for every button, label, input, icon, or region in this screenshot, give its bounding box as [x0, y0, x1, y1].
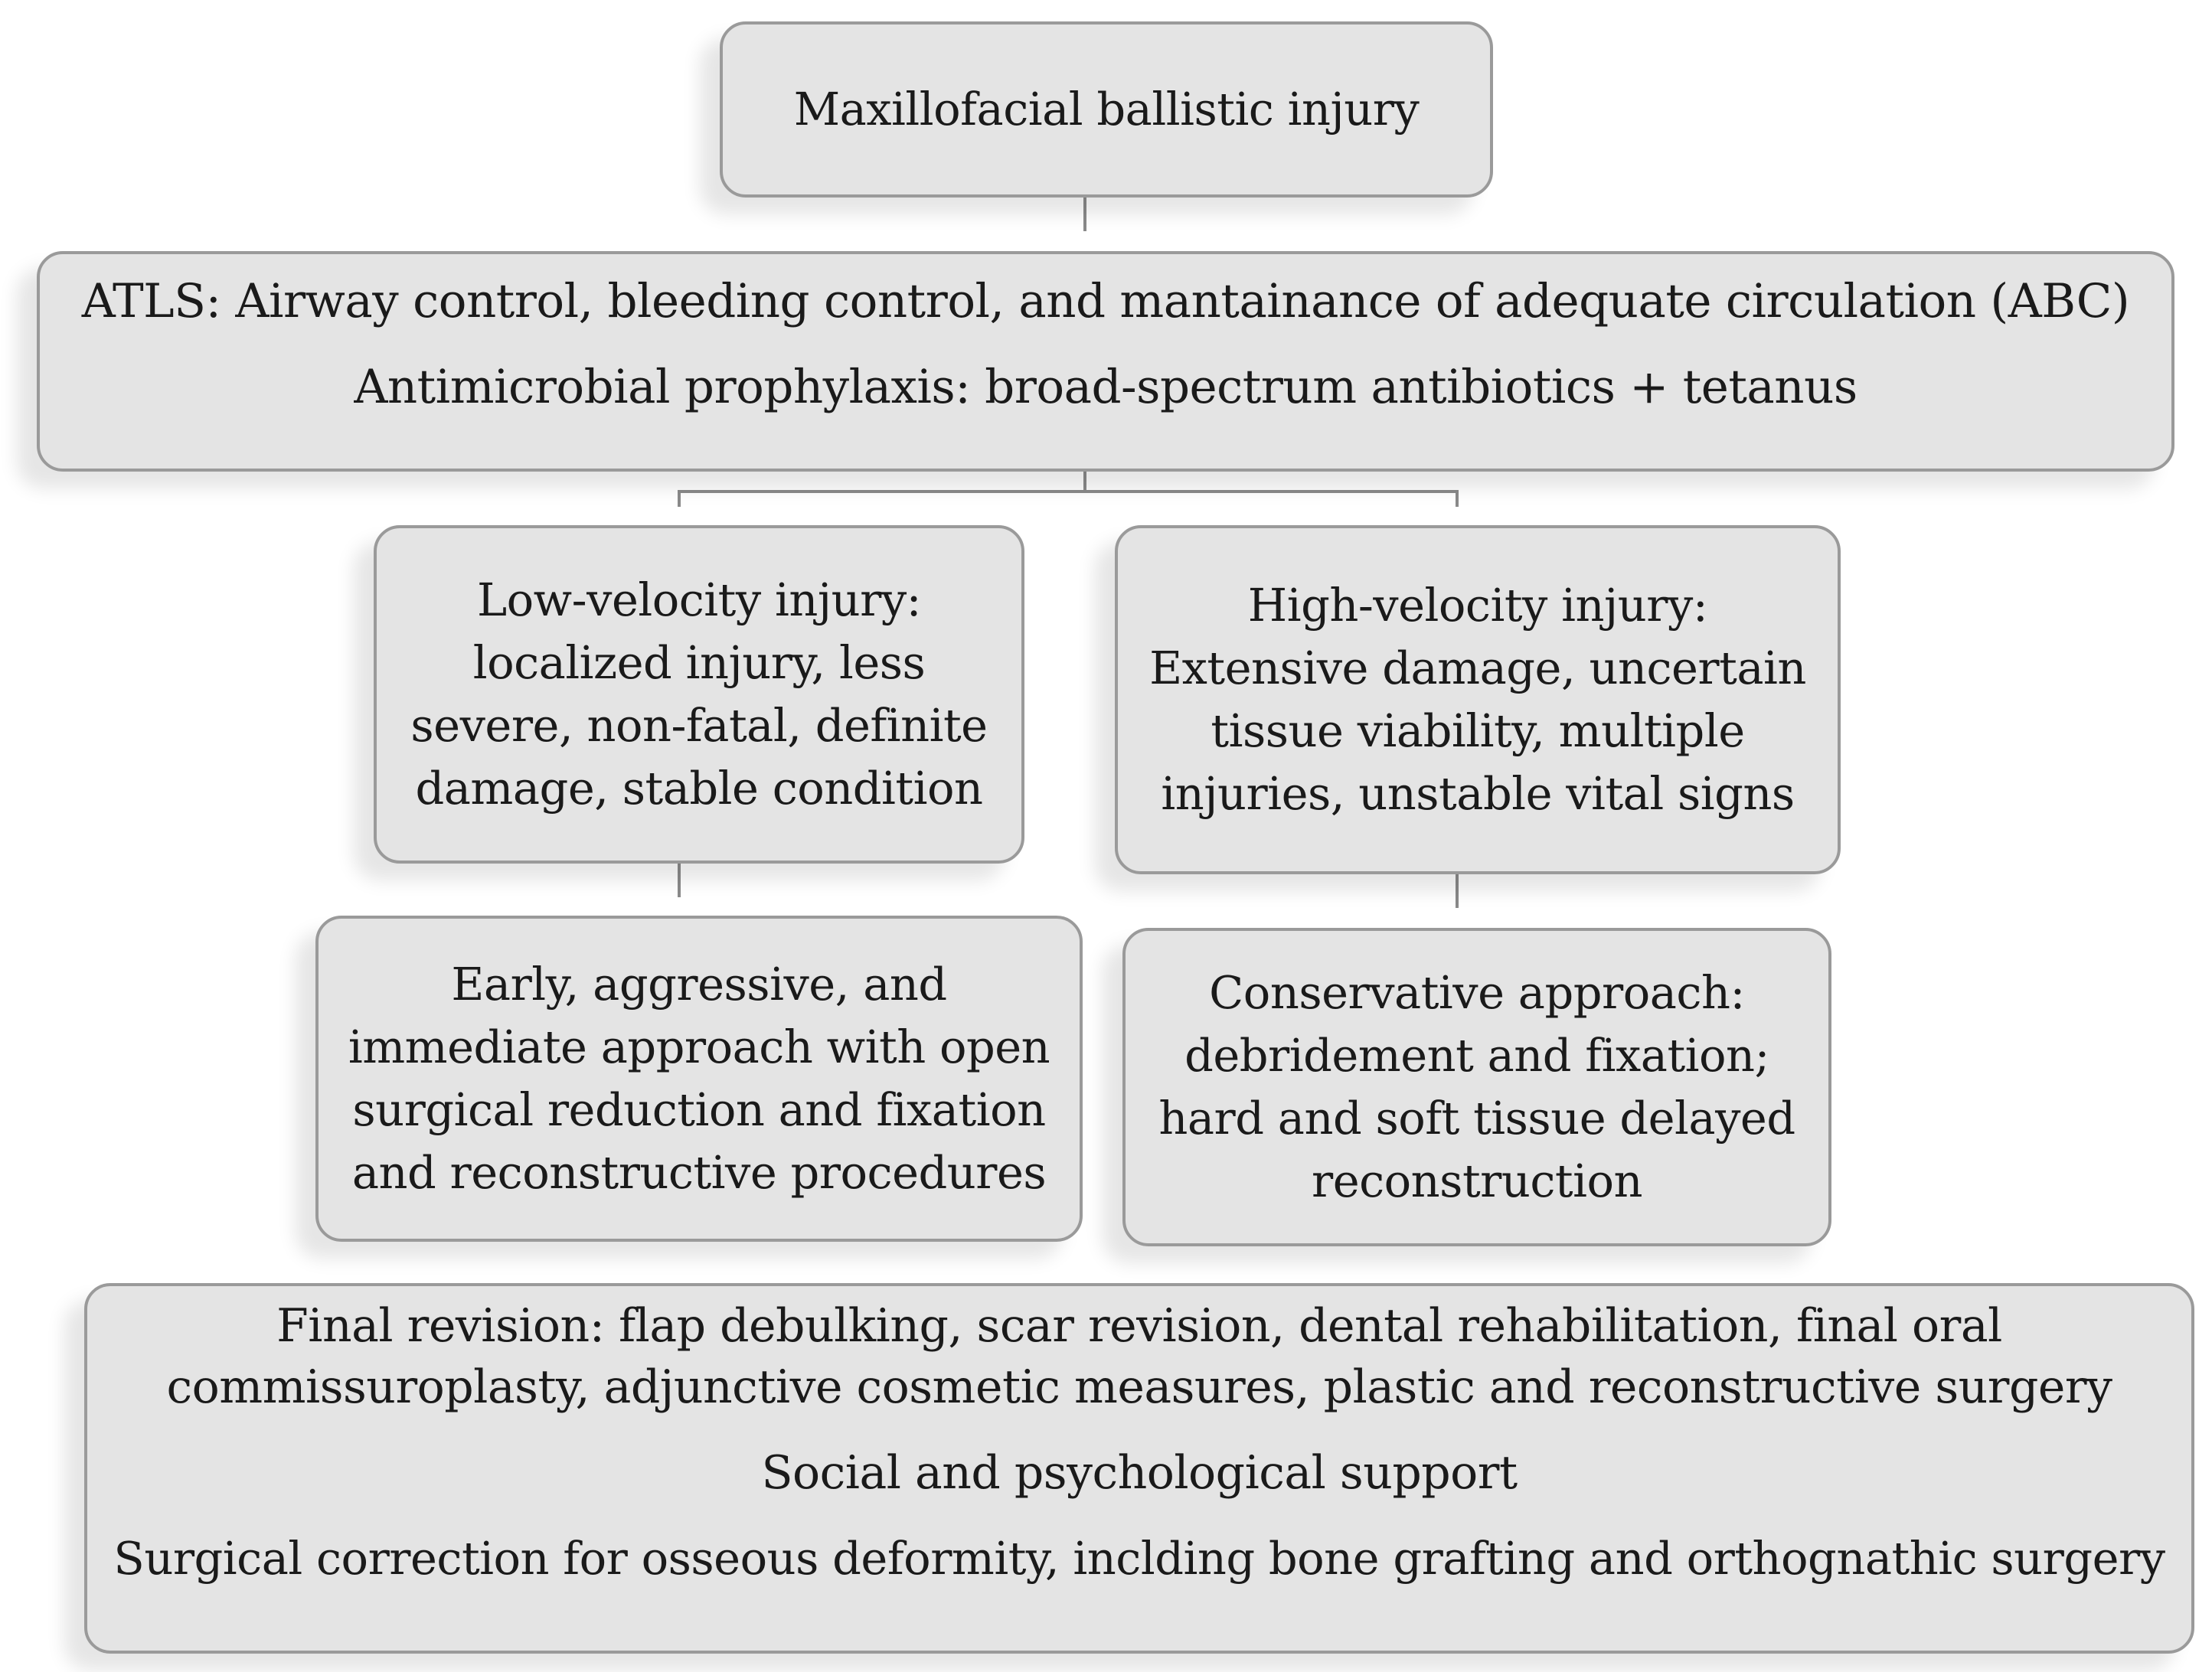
connector-branch-horizontal: [678, 490, 1459, 493]
low-velocity-injury-box: Low-velocity injury: localized injury, l…: [374, 525, 1024, 864]
root-node-label: Maxillofacial ballistic injury: [793, 83, 1420, 136]
atls-text: ATLS: Airway control, bleeding control, …: [81, 274, 2130, 328]
low-velocity-line: Low-velocity injury:: [476, 573, 922, 626]
final-revision-line: Final revision: flap debulking, scar rev…: [276, 1299, 2002, 1353]
high-velocity-treatment-line: hard and soft tissue delayed: [1158, 1092, 1795, 1145]
low-velocity-treatment-line: and reconstructive procedures: [351, 1146, 1047, 1199]
connector-low-to-treatment: [678, 856, 681, 897]
connector-branch-left: [678, 490, 681, 507]
high-velocity-line: tissue viability, multiple: [1211, 704, 1745, 757]
connector-branch-right: [1456, 490, 1459, 507]
high-velocity-treatment-box: Conservative approach: debridement and f…: [1122, 928, 1831, 1246]
low-velocity-line: severe, non-fatal, definite: [410, 699, 988, 752]
connector-root-to-atls: [1083, 184, 1086, 231]
low-velocity-line: damage, stable condition: [415, 762, 983, 815]
high-velocity-line: injuries, unstable vital signs: [1161, 767, 1795, 820]
final-revision-line: commissuroplasty, adjunctive cosmetic me…: [166, 1360, 2112, 1414]
low-velocity-treatment-line: Early, aggressive, and: [451, 958, 947, 1011]
high-velocity-treatment-line: debridement and fixation;: [1184, 1029, 1769, 1082]
surgical-correction-text: Surgical correction for osseous deformit…: [113, 1532, 2165, 1585]
high-velocity-line: Extensive damage, uncertain: [1149, 642, 1806, 694]
high-velocity-treatment-line: reconstruction: [1311, 1154, 1643, 1207]
antimicrobial-prophylaxis-text: Antimicrobial prophylaxis: broad-spectru…: [354, 360, 1857, 414]
high-velocity-line: High-velocity injury:: [1247, 579, 1708, 632]
root-node-box: Maxillofacial ballistic injury: [720, 21, 1493, 198]
connector-atls-stem: [1083, 472, 1086, 493]
final-revision-box: Final revision: flap debulking, scar rev…: [84, 1283, 2194, 1654]
high-velocity-injury-box: High-velocity injury: Extensive damage, …: [1115, 525, 1841, 874]
low-velocity-line: localized injury, less: [472, 636, 926, 689]
low-velocity-treatment-line: surgical reduction and fixation: [352, 1083, 1046, 1136]
social-support-text: Social and psychological support: [761, 1446, 1518, 1500]
connector-high-to-treatment: [1456, 874, 1459, 908]
initial-management-box: ATLS: Airway control, bleeding control, …: [37, 251, 2174, 472]
low-velocity-treatment-line: immediate approach with open: [348, 1021, 1050, 1073]
low-velocity-treatment-box: Early, aggressive, and immediate approac…: [315, 916, 1083, 1242]
high-velocity-treatment-line: Conservative approach:: [1209, 966, 1745, 1019]
